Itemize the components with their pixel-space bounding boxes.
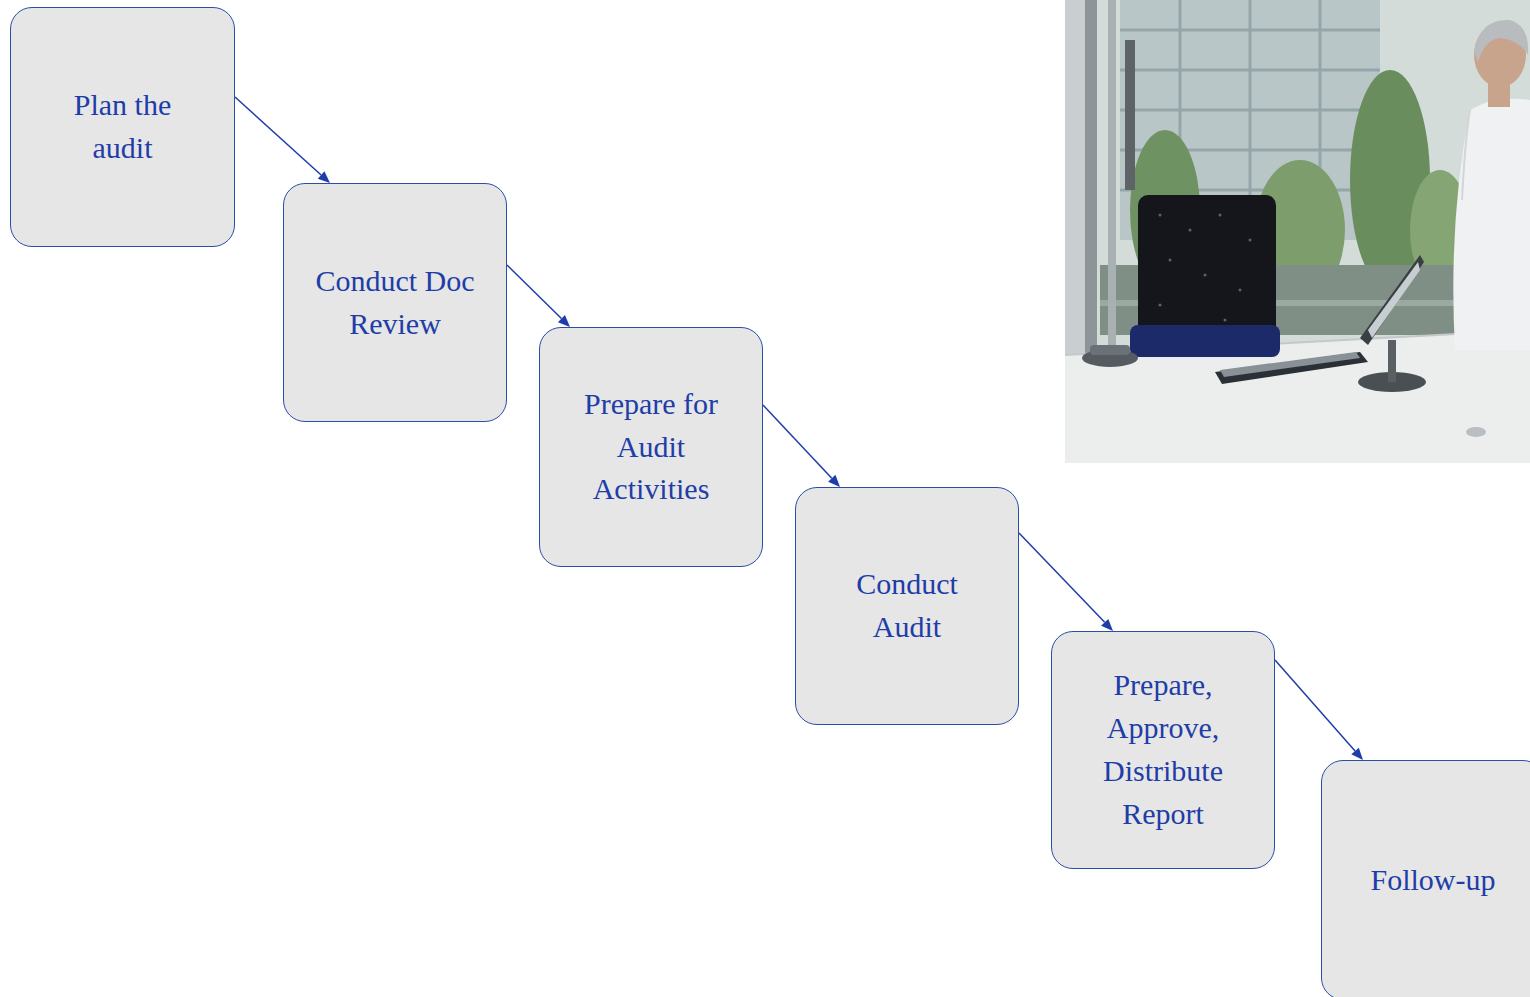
flow-line: [1275, 660, 1355, 751]
step-label: Prepare for Audit Activities: [569, 383, 734, 512]
arrow-head: [828, 475, 840, 487]
office-photo: [1065, 0, 1530, 463]
process-box: Follow-up: [1321, 760, 1530, 997]
flow-line: [1019, 533, 1105, 622]
step-label: Conduct Doc Review: [310, 260, 480, 346]
arrow-head: [1101, 619, 1113, 631]
flow-line: [507, 265, 561, 319]
flow-arrow: [1019, 533, 1113, 631]
process-box: Plan the audit: [10, 7, 235, 247]
process-box: Conduct Doc Review: [283, 183, 507, 422]
arrow-head: [1351, 748, 1363, 760]
step-label: Follow-up: [1370, 859, 1495, 902]
flow-arrow: [1275, 660, 1363, 760]
process-box: Prepare for Audit Activities: [539, 327, 763, 567]
flow-line: [763, 405, 832, 478]
process-box: Prepare, Approve, Distribute Report: [1051, 631, 1275, 869]
step-label: Conduct Audit: [825, 563, 990, 649]
step-label: Plan the audit: [53, 84, 193, 170]
flow-arrow: [235, 97, 330, 183]
step-label: Prepare, Approve, Distribute Report: [1081, 664, 1246, 836]
flow-arrow: [507, 265, 570, 327]
arrow-head: [558, 315, 570, 327]
arrow-head: [318, 171, 330, 183]
flow-line: [235, 97, 321, 175]
flow-arrow: [763, 405, 840, 487]
process-box: Conduct Audit: [795, 487, 1019, 725]
